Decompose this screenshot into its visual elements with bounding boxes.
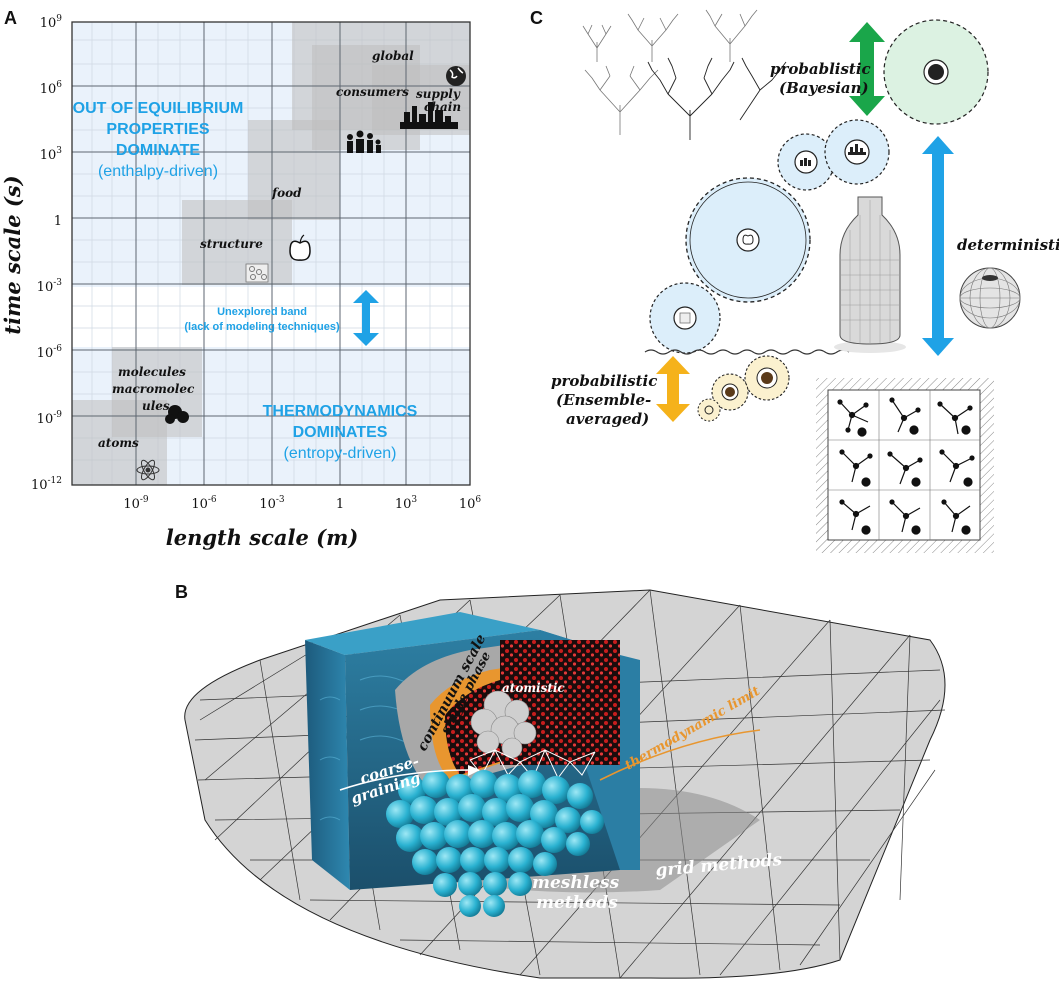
panel-b-letter: B [175, 582, 188, 602]
y-tick-label: 103 [40, 146, 63, 163]
meshless-particles [386, 770, 604, 917]
green-double-arrow [849, 22, 885, 116]
upper-region-text-4: (enthalpy-driven) [98, 163, 218, 180]
x-axis-title: length scale (m) [166, 525, 359, 550]
globe-icon [928, 64, 944, 80]
label-supply: supply [416, 87, 461, 101]
microstructure-icon [245, 263, 269, 283]
plot-frame [71, 21, 471, 486]
label-molecules: molecules [118, 365, 186, 379]
globe-icon [446, 66, 466, 86]
label-consumers: consumers [336, 85, 409, 99]
x-tick-label: 103 [395, 495, 418, 512]
y-tick-label: 109 [40, 14, 63, 31]
label-atomistic: atomistic [502, 681, 565, 695]
upper-region-text-2: PROPERTIES [106, 121, 209, 138]
bottle-mesh-illustration [834, 196, 906, 353]
major-grid [72, 22, 470, 485]
panel-a-letter: A [4, 8, 17, 28]
molecule-blob-icon [761, 372, 773, 384]
lower-region-text-1: THERMODYNAMICS [263, 403, 418, 420]
gear-yellow-small [697, 398, 721, 422]
x-tick-labels: 10-9 10-6 10-3 1 103 106 [123, 495, 481, 512]
y-tick-labels: 109 106 103 1 10-3 10-6 10-9 10-12 [31, 14, 62, 493]
gear-large-global [883, 19, 989, 125]
molecule-network [837, 397, 975, 535]
unexplored-band-bg [72, 287, 470, 347]
label-atoms: atoms [98, 436, 139, 450]
y-tick-label: 10-12 [31, 476, 62, 493]
band-double-arrow [353, 290, 379, 346]
y-tick-label: 10-9 [37, 410, 63, 427]
atom-icon [704, 405, 714, 415]
label-global: global [372, 49, 414, 63]
gear-small-structure [649, 282, 721, 354]
atom-icon [136, 459, 160, 481]
thermodynamic-limit-curve [599, 729, 761, 781]
panel-b-multiscale-block: continuum scale single phase atomistic t… [184, 589, 946, 979]
label-food: food [271, 186, 302, 200]
blue-double-arrow [922, 136, 954, 356]
y-tick-label: 10-3 [37, 278, 63, 295]
y-axis-title: time scale (s) [0, 175, 25, 334]
panel-c-letter: C [530, 8, 543, 28]
city-skyline-icon [848, 144, 866, 155]
x-tick-label: 1 [336, 497, 344, 512]
gear-yellow-medium [711, 373, 749, 411]
label-deterministic: deterministic [957, 236, 1059, 254]
molecular-simulation-box [816, 378, 994, 553]
x-tick-label: 106 [459, 495, 482, 512]
label-structure: structure [200, 237, 263, 251]
upper-region-text-3: DOMINATE [116, 142, 200, 159]
molecule-blob-icon [165, 405, 189, 424]
x-tick-label: 10-9 [123, 495, 149, 512]
label-meshless-2: methods [536, 893, 618, 913]
coarse-graining-arrow [339, 769, 471, 791]
x-tick-label: 10-6 [191, 495, 217, 512]
panel-a-scale-map: 109 106 103 1 10-3 10-6 10-9 10-12 10-9 … [0, 14, 481, 550]
gear-large-food [685, 177, 811, 303]
scale-separator-line [644, 349, 850, 355]
sphere-mesh-illustration [959, 267, 1021, 329]
box-atoms [72, 400, 167, 485]
gear-medium-supply-chain [824, 119, 890, 185]
label-probabilistic-bayesian-2: (Bayesian) [779, 79, 869, 97]
label-meshless-1: meshless [532, 873, 620, 893]
label-probabilistic-bayesian-1: probablistic [770, 60, 871, 78]
label-probabilistic-ensemble-2: (Ensemble- [556, 391, 651, 409]
gear-medium-consumers [777, 133, 835, 191]
city-skyline-icon [400, 102, 458, 129]
people-icon [347, 130, 381, 153]
orange-double-arrow [656, 356, 690, 422]
people-icon [800, 158, 811, 166]
y-tick-label: 10-6 [37, 344, 63, 361]
box-structure [182, 200, 292, 285]
scale-boxes [72, 22, 470, 485]
label-ules: ules [142, 399, 170, 413]
label-chain: chain [424, 100, 461, 114]
lower-region-text-2: DOMINATES [293, 424, 388, 441]
label-probabilistic-ensemble-3: averaged) [566, 410, 649, 428]
apple-icon [742, 234, 754, 245]
lower-region-text-3: (entropy-driven) [284, 445, 397, 462]
y-tick-label: 106 [40, 80, 63, 97]
label-macromolec: macromolec [112, 382, 195, 396]
upper-region-text-1: OUT OF EQUILIBRIUM [73, 100, 244, 117]
fractal-trees-illustration [582, 9, 787, 140]
x-tick-label: 10-3 [259, 495, 285, 512]
unexplored-band-text-2: (lack of modeling techniques) [184, 321, 340, 333]
y-tick-label: 1 [54, 214, 62, 229]
apple-icon [289, 234, 311, 261]
panel-c-gear-diagram: probablistic (Bayesian) deterministic pr… [551, 9, 1059, 553]
atomistic-molecule-cluster [470, 690, 537, 759]
unexplored-band-text-1: Unexplored band [217, 306, 307, 318]
microstructure-icon [679, 312, 691, 324]
gear-yellow-large [744, 355, 790, 401]
macromolecule-icon [725, 387, 735, 397]
label-probabilistic-ensemble-1: probabilistic [551, 372, 657, 390]
